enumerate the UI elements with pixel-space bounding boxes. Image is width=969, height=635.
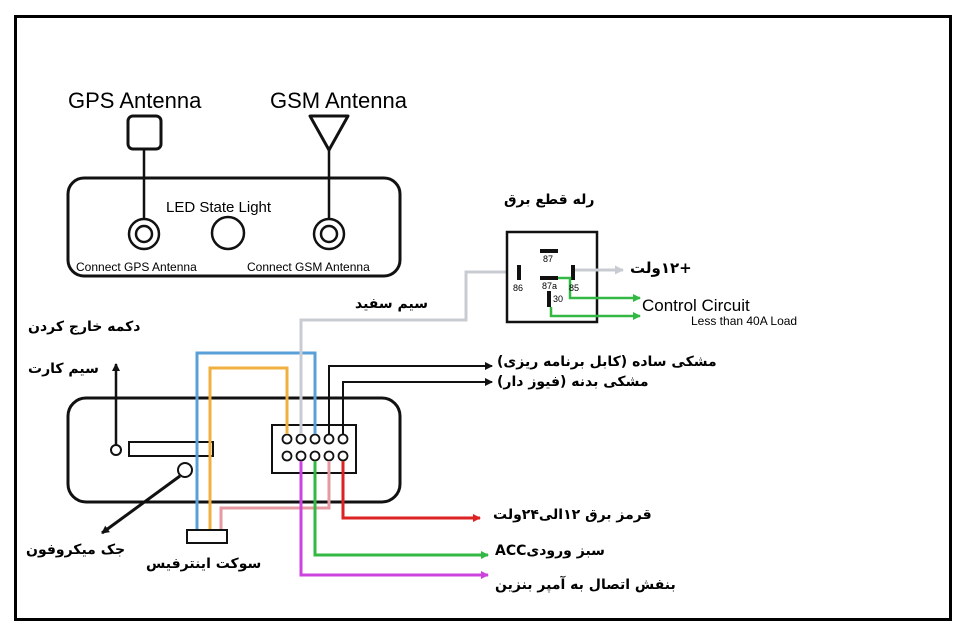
black-simple-wire <box>328 362 493 434</box>
violet-wire <box>299 461 489 579</box>
relay-pin-86: 86 <box>513 283 524 293</box>
connect-gps-label: Connect GPS Antenna <box>76 260 197 274</box>
led-state-label: LED State Light <box>166 199 272 216</box>
violet-wire-label: بنفش اتصال به آمپر بنزین <box>495 577 676 593</box>
eject-button-icon <box>110 444 122 456</box>
gps-antenna-label: GPS Antenna <box>68 88 202 113</box>
green-wire-label: سبز ورودیACC <box>495 543 605 559</box>
black-body-label: مشکی بدنه (فیوز دار) <box>497 374 649 390</box>
blue-wire <box>195 351 317 530</box>
orange-wire <box>208 366 289 530</box>
sim-card-slot <box>128 441 214 457</box>
relay-pin-86-blade <box>517 265 521 280</box>
white-wire <box>299 270 507 434</box>
microphone-jack-icon <box>177 462 193 478</box>
sim-card-label: سیم کارت <box>28 361 99 377</box>
relay-pin-87-blade <box>540 249 558 253</box>
control-circuit-label: Control Circuit <box>642 296 750 315</box>
microphone-arrow <box>101 474 181 535</box>
gps-antenna-icon <box>126 114 163 151</box>
relay-pin-30: 30 <box>553 294 564 304</box>
relay-pin-85: 85 <box>569 283 580 293</box>
diagram-frame <box>14 15 952 621</box>
relay-pin-87a: 87a <box>542 281 558 291</box>
interface-socket-label: سوکت اینترفیس <box>146 556 262 572</box>
green-wire <box>313 461 489 559</box>
black-body-wire <box>342 378 493 434</box>
led-state-light-icon <box>210 215 246 251</box>
red-wire <box>341 461 481 522</box>
relay-control-wire-2 <box>549 307 641 320</box>
pink-wire <box>219 461 331 530</box>
eject-button-label: دکمه خارج کردن <box>28 319 141 335</box>
white-wire-label: سیم سفید <box>355 296 428 312</box>
interface-socket-icon <box>186 529 228 544</box>
connector-pins <box>281 433 349 462</box>
relay-title: رله قطع برق <box>504 192 595 208</box>
relay-pin-87: 87 <box>543 254 554 264</box>
red-wire-label: قرمز برق ۱۲الی۲۴ولت <box>493 507 652 523</box>
load-label: Less than 40A Load <box>691 314 798 328</box>
plus-12v-label: +۱۲ولت <box>630 259 692 277</box>
relay-control-wire-1 <box>558 276 641 302</box>
connect-gsm-label: Connect GSM Antenna <box>247 260 370 274</box>
black-simple-label: مشکی ساده (کابل برنامه ریزی) <box>497 354 717 370</box>
relay-pin-87a-blade <box>540 276 558 280</box>
microphone-jack-label: جک میکروفون <box>26 542 126 558</box>
relay-pin-30-blade <box>547 291 551 307</box>
gsm-antenna-icon <box>308 114 350 152</box>
relay-pin-85-blade <box>571 265 575 280</box>
gsm-antenna-label: GSM Antenna <box>270 88 407 113</box>
